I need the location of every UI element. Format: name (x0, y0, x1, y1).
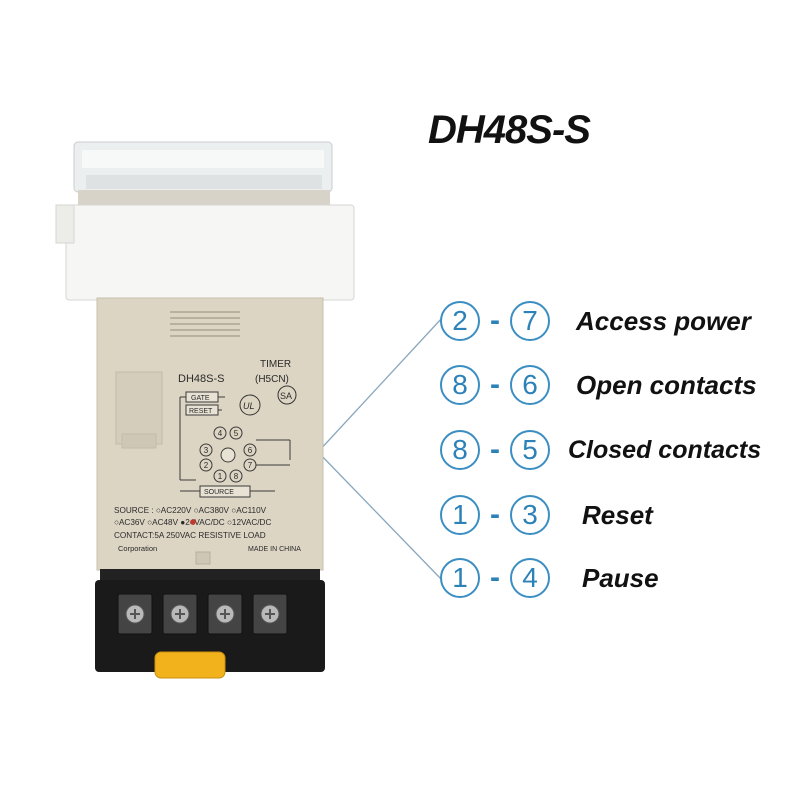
pin-label: Reset (582, 499, 653, 530)
svg-text:1: 1 (218, 472, 223, 481)
svg-text:4: 4 (218, 429, 223, 438)
source-label: SOURCE (204, 489, 234, 496)
dash: - (490, 304, 500, 337)
terminal-circle: 3 (510, 495, 550, 535)
pin-row-access-power: 2 - 7 Access power (440, 298, 751, 344)
dash: - (490, 368, 500, 401)
pin-row-reset: 1 - 3 Reset (440, 492, 653, 538)
made-in-label: MADE IN CHINA (248, 546, 301, 553)
svg-text:5: 5 (234, 429, 239, 438)
terminal-circle: 7 (510, 301, 550, 341)
pin-label: Pause (582, 562, 659, 593)
terminal-numbers: 4 5 3 6 2 7 1 8 (204, 429, 253, 481)
source-options-line1: SOURCE : ○AC220V ○AC380V ○AC110V (114, 506, 267, 515)
contact-rating: CONTACT:5A 250VAC RESISTIVE LOAD (114, 531, 266, 540)
svg-text:8: 8 (234, 472, 239, 481)
reset-label: RESET (189, 408, 213, 415)
socket-base (95, 569, 325, 679)
vent-slots (170, 311, 240, 337)
ul-mark: UL (243, 401, 255, 411)
corporation-label: Corporation (118, 544, 157, 553)
terminal-circle: 5 (510, 430, 550, 470)
dash: - (490, 561, 500, 594)
csa-mark: SA (280, 391, 292, 401)
pin-row-pause: 1 - 4 Pause (440, 555, 659, 601)
selected-voltage-dot (190, 519, 196, 525)
device-model-label: DH48S-S (178, 373, 224, 385)
certification-marks (239, 385, 297, 416)
pin-label: Open contacts (576, 369, 757, 400)
device-type-code: (H5CN) (255, 374, 289, 385)
svg-text:7: 7 (248, 461, 253, 470)
svg-text:6: 6 (248, 446, 253, 455)
pin-row-open-contacts: 8 - 6 Open contacts (440, 362, 757, 408)
device-type-label: TIMER (260, 359, 291, 370)
pin-row-closed-contacts: 8 - 5 Closed contacts (440, 427, 761, 473)
release-clip (154, 651, 226, 679)
pin-label: Closed contacts (568, 435, 762, 464)
product-title: DH48S-S (428, 108, 591, 152)
terminal-circle: 1 (440, 495, 480, 535)
svg-text:3: 3 (204, 446, 209, 455)
wiring-diagram (179, 391, 291, 498)
terminal-circle: 4 (510, 558, 550, 598)
terminal-circle: 8 (440, 365, 480, 405)
terminal-circle: 1 (440, 558, 480, 598)
dash: - (490, 433, 500, 466)
svg-text:2: 2 (204, 461, 209, 470)
terminal-circle: 2 (440, 301, 480, 341)
callout-lines (317, 317, 443, 581)
terminal-circle: 8 (440, 430, 480, 470)
dash: - (490, 498, 500, 531)
front-bezel (65, 204, 355, 301)
pin-label: Access power (576, 305, 751, 336)
terminal-circle: 6 (510, 365, 550, 405)
gate-label: GATE (191, 395, 210, 402)
